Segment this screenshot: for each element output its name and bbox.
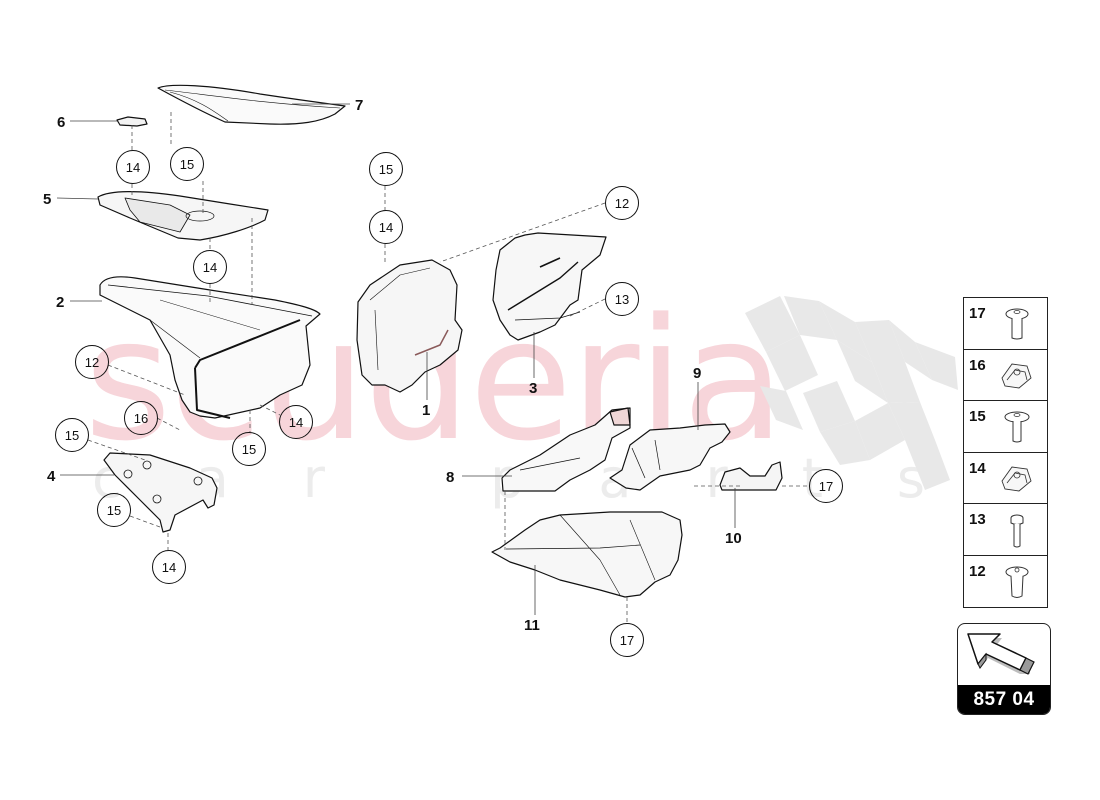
- fastener-legend: 17 16 15 14: [963, 297, 1048, 608]
- legend-item-16[interactable]: 16: [964, 350, 1047, 401]
- callout-14[interactable]: 14: [116, 150, 150, 184]
- part-8-side-bracket: [501, 407, 631, 492]
- part-7-upper-trim-panel: [157, 84, 346, 125]
- part-label-6[interactable]: 6: [57, 114, 66, 131]
- part-3-air-duct: [492, 232, 607, 341]
- callout-17[interactable]: 17: [809, 469, 843, 503]
- page-code: 857 04: [958, 685, 1050, 714]
- part-label-3[interactable]: 3: [529, 380, 538, 397]
- callout-15[interactable]: 15: [170, 147, 204, 181]
- spring-clip-nut-icon: [1001, 466, 1032, 491]
- part-label-11[interactable]: 11: [524, 617, 540, 634]
- callout-16[interactable]: 16: [124, 401, 158, 435]
- callout-14[interactable]: 14: [369, 210, 403, 244]
- legend-item-14[interactable]: 14: [964, 453, 1047, 504]
- legend-number: 16: [969, 356, 986, 374]
- spring-clip-nut-icon: [1001, 363, 1032, 388]
- part-6-cover-cap: [116, 116, 148, 127]
- cap-screw-icon: [1010, 514, 1024, 548]
- callout-14[interactable]: 14: [279, 405, 313, 439]
- part-label-4[interactable]: 4: [47, 468, 56, 485]
- part-label-7[interactable]: 7: [355, 97, 364, 114]
- part-label-1[interactable]: 1: [422, 402, 431, 419]
- part-label-8[interactable]: 8: [446, 469, 455, 486]
- flange-head-screw-icon: [1004, 411, 1030, 443]
- legend-number: 13: [969, 511, 986, 528]
- callout-15[interactable]: 15: [55, 418, 89, 452]
- legend-number: 17: [969, 305, 986, 322]
- part-1-instrument-frame: [356, 259, 463, 393]
- part-5-upper-cover: [97, 191, 269, 241]
- callout-15[interactable]: 15: [369, 152, 403, 186]
- part-2-console-housing: [99, 276, 321, 419]
- direction-arrow-icon: [967, 633, 1035, 675]
- leader-lines: [56, 103, 736, 615]
- callout-12[interactable]: 12: [75, 345, 109, 379]
- callout-12[interactable]: 12: [605, 186, 639, 220]
- part-11-lower-panel: [491, 511, 683, 598]
- legend-item-17[interactable]: 17: [964, 298, 1047, 350]
- callout-15[interactable]: 15: [232, 432, 266, 466]
- part-9-cover-shell: [609, 423, 731, 491]
- dashed-leader-lines: [87, 112, 809, 623]
- callout-15[interactable]: 15: [97, 493, 131, 527]
- button-head-screw-icon: [1005, 566, 1029, 598]
- button-head-screw-icon: [1005, 308, 1029, 340]
- part-label-10[interactable]: 10: [725, 530, 742, 547]
- legend-item-13[interactable]: 13: [964, 504, 1047, 556]
- part-label-5[interactable]: 5: [43, 191, 52, 208]
- callout-14[interactable]: 14: [152, 550, 186, 584]
- part-4-lower-trim: [103, 452, 218, 533]
- callout-13[interactable]: 13: [605, 282, 639, 316]
- part-10-small-bracket: [719, 461, 783, 491]
- callout-14[interactable]: 14: [193, 250, 227, 284]
- legend-item-12[interactable]: 12: [964, 556, 1047, 608]
- legend-number: 15: [969, 408, 986, 425]
- legend-number: 14: [969, 459, 986, 477]
- part-label-2[interactable]: 2: [56, 294, 65, 311]
- callout-17[interactable]: 17: [610, 623, 644, 657]
- page-code-badge: 857 04: [957, 623, 1051, 715]
- legend-number: 12: [969, 562, 986, 580]
- legend-item-15[interactable]: 15: [964, 401, 1047, 453]
- part-label-9[interactable]: 9: [693, 365, 702, 382]
